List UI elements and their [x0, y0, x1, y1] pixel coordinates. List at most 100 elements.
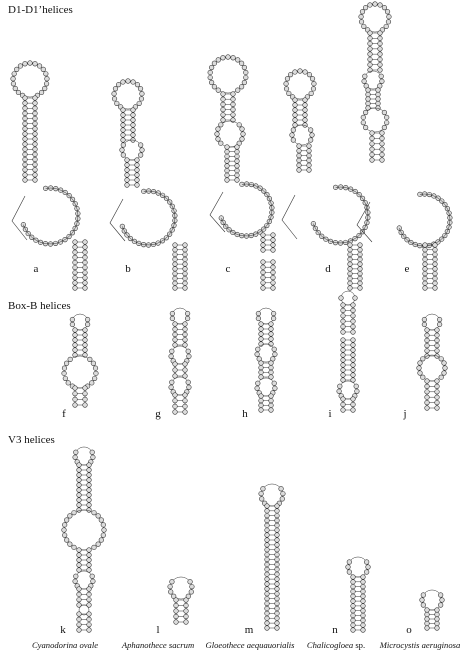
- nucleotide: [346, 559, 352, 565]
- nucleotide: [345, 564, 351, 570]
- nucleotide: [347, 247, 353, 253]
- nucleotide: [367, 30, 373, 36]
- nucleotide: [215, 57, 221, 63]
- nucleotide: [360, 120, 366, 126]
- nucleotide: [271, 310, 277, 317]
- nucleotide: [274, 522, 280, 528]
- nucleotide: [271, 315, 277, 322]
- nucleotide: [76, 552, 82, 558]
- nucleotide: [85, 321, 91, 328]
- nucleotide: [422, 251, 428, 258]
- nucleotide: [292, 102, 298, 108]
- nucleotide: [134, 167, 140, 173]
- nucleotide: [365, 96, 371, 102]
- nucleotide: [76, 502, 82, 508]
- nucleotide: [350, 329, 356, 335]
- nucleotide: [76, 627, 82, 633]
- nucleotide: [434, 332, 440, 338]
- nucleotide: [22, 172, 28, 178]
- nucleotide: [274, 517, 280, 524]
- nucleotide: [274, 566, 280, 572]
- nucleotide: [274, 596, 280, 602]
- nucleotide: [72, 342, 78, 348]
- nucleotide: [72, 285, 78, 291]
- nucleotide: [360, 574, 366, 580]
- nucleotide: [308, 127, 314, 133]
- nucleotide: [258, 360, 264, 366]
- nucleotide: [367, 62, 373, 68]
- nucleotide: [172, 242, 178, 248]
- nucleotide: [234, 149, 240, 155]
- nucleotide: [434, 405, 440, 411]
- nucleotide: [120, 137, 126, 143]
- nucleotide: [360, 608, 366, 614]
- nucleotide: [381, 5, 388, 11]
- nucleotide: [268, 365, 274, 371]
- nucleotide: [264, 532, 270, 538]
- nucleotide: [76, 591, 82, 597]
- nucleotide: [255, 310, 261, 317]
- nucleotide: [90, 454, 96, 460]
- nucleotide: [22, 121, 28, 127]
- nucleotide: [274, 610, 280, 616]
- nucleotide: [90, 578, 96, 584]
- nucleotide: [138, 96, 145, 102]
- nucleotide: [360, 588, 366, 595]
- nucleotide: [354, 388, 360, 394]
- nucleotide: [434, 620, 440, 627]
- nucleotide: [43, 71, 49, 77]
- nucleotide: [61, 370, 67, 376]
- nucleotide: [274, 508, 280, 514]
- nucleotide: [350, 598, 356, 604]
- nucleotide: [274, 581, 280, 587]
- nucleotide: [357, 247, 363, 253]
- nucleotide: [182, 331, 188, 338]
- nucleotide: [82, 280, 88, 286]
- nucleotide: [91, 544, 97, 550]
- nucleotide: [12, 85, 18, 92]
- nucleotide: [82, 385, 88, 391]
- nucleotide: [274, 547, 280, 553]
- nucleotide: [86, 591, 92, 597]
- nucleotide: [340, 347, 346, 353]
- nucleotide: [434, 383, 440, 390]
- nucleotide: [296, 143, 302, 149]
- nucleotide: [383, 23, 389, 30]
- nucleotide: [350, 313, 356, 319]
- nucleotide: [419, 597, 425, 603]
- nucleotide: [350, 622, 356, 628]
- nucleotide: [357, 261, 363, 267]
- nucleotide: [347, 256, 353, 262]
- nucleotide: [134, 82, 141, 88]
- nucleotide: [365, 105, 371, 111]
- nucleotide: [62, 375, 68, 382]
- nucleotide: [82, 254, 88, 260]
- nucleotide: [360, 593, 366, 599]
- nucleotide: [183, 602, 189, 609]
- nucleotide: [82, 352, 88, 358]
- nucleotide: [182, 285, 188, 291]
- nucleotide: [270, 237, 276, 243]
- nucleotide: [434, 348, 440, 354]
- nucleotide: [182, 326, 188, 332]
- nucleotide: [369, 135, 375, 141]
- nucleotide: [27, 60, 33, 66]
- nucleotide: [350, 372, 356, 378]
- nucleotide: [340, 318, 346, 324]
- nucleotide: [264, 615, 270, 621]
- nucleotide: [14, 66, 20, 73]
- nucleotide: [82, 327, 88, 333]
- nucleotide: [360, 598, 366, 604]
- nucleotide: [358, 19, 365, 25]
- nucleotide: [441, 360, 447, 366]
- nucleotide: [86, 502, 92, 508]
- nucleotide: [130, 117, 136, 123]
- nucleotide: [172, 247, 178, 253]
- nucleotide: [255, 315, 261, 322]
- nucleotide: [422, 275, 428, 282]
- nucleotide: [274, 503, 280, 509]
- nucleotide: [255, 380, 261, 386]
- nucleotide: [134, 157, 140, 163]
- nucleotide: [239, 60, 245, 66]
- nucleotide: [365, 100, 371, 107]
